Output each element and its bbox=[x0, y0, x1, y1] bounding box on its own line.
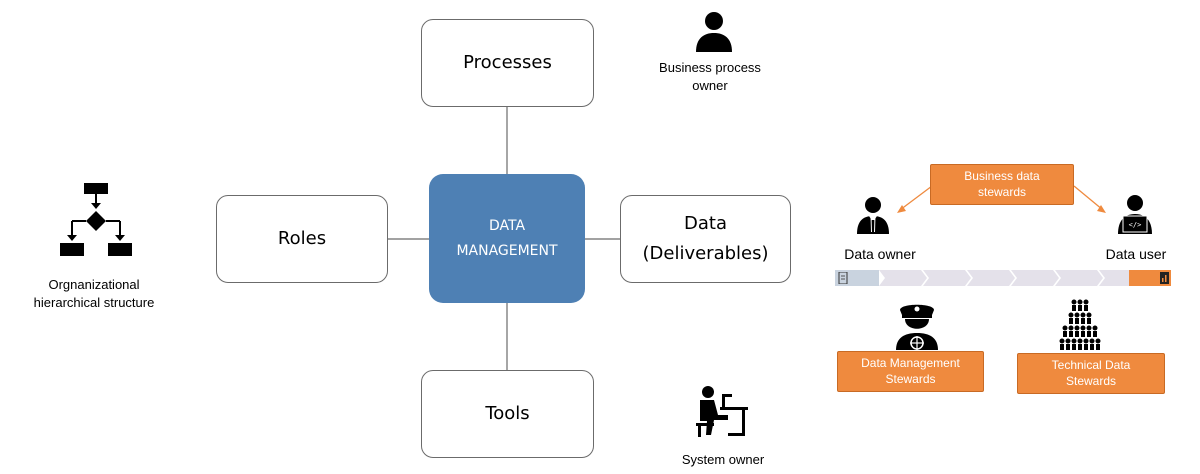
flow-document-icon bbox=[838, 272, 848, 284]
tools-box: Tools bbox=[421, 370, 594, 458]
org-structure-label: Orgnanizational hierarchical structure bbox=[33, 277, 155, 310]
technical-data-stewards-badge: Technical Data Stewards bbox=[1017, 353, 1165, 394]
process-flow-strip bbox=[835, 270, 1171, 286]
flow-step bbox=[1019, 270, 1053, 286]
data-label-line1: Data bbox=[684, 213, 727, 235]
roles-label: Roles bbox=[277, 228, 327, 250]
data-label-line2: (Deliverables) bbox=[642, 243, 769, 264]
flow-step bbox=[1105, 270, 1127, 286]
flow-step bbox=[975, 270, 1009, 286]
arrow-to-data-owner bbox=[899, 185, 933, 211]
data-box: Data (Deliverables) bbox=[620, 195, 791, 283]
system-owner-label: System owner bbox=[681, 452, 765, 467]
roles-box: Roles bbox=[216, 195, 388, 283]
arrow-to-data-user bbox=[1073, 185, 1104, 211]
business-data-stewards-badge: Business data stewards bbox=[930, 164, 1074, 205]
arrow-head-left bbox=[897, 205, 906, 213]
businessman-icon bbox=[857, 197, 889, 234]
arrow-head-right bbox=[1097, 205, 1106, 213]
org-chart-icon bbox=[60, 183, 132, 256]
flow-step bbox=[1130, 270, 1158, 286]
tools-label: Tools bbox=[485, 403, 530, 425]
flow-step bbox=[887, 270, 921, 286]
business-process-owner-label: Business process owner bbox=[659, 60, 761, 93]
flow-step bbox=[1063, 270, 1097, 286]
center-title-line1: DATA bbox=[488, 218, 526, 234]
processes-label: Processes bbox=[463, 52, 552, 74]
processes-box: Processes bbox=[421, 19, 594, 107]
office-worker-icon bbox=[696, 386, 748, 437]
data-management-box: DATA MANAGEMENT bbox=[429, 174, 585, 303]
person-icon bbox=[696, 12, 732, 52]
developer-icon: </> bbox=[1118, 195, 1152, 234]
data-management-stewards-badge: Data Management Stewards bbox=[837, 351, 984, 392]
captain-icon bbox=[896, 304, 938, 350]
data-user-label: Data user bbox=[1105, 246, 1167, 262]
flow-step bbox=[931, 270, 965, 286]
flow-step bbox=[851, 270, 877, 286]
svg-text:</>: </> bbox=[1129, 221, 1142, 229]
center-title-line2: MANAGEMENT bbox=[456, 242, 558, 259]
flow-chart-icon bbox=[1160, 272, 1169, 284]
team-pyramid-icon bbox=[1059, 299, 1101, 350]
data-owner-label: Data owner bbox=[844, 246, 916, 262]
